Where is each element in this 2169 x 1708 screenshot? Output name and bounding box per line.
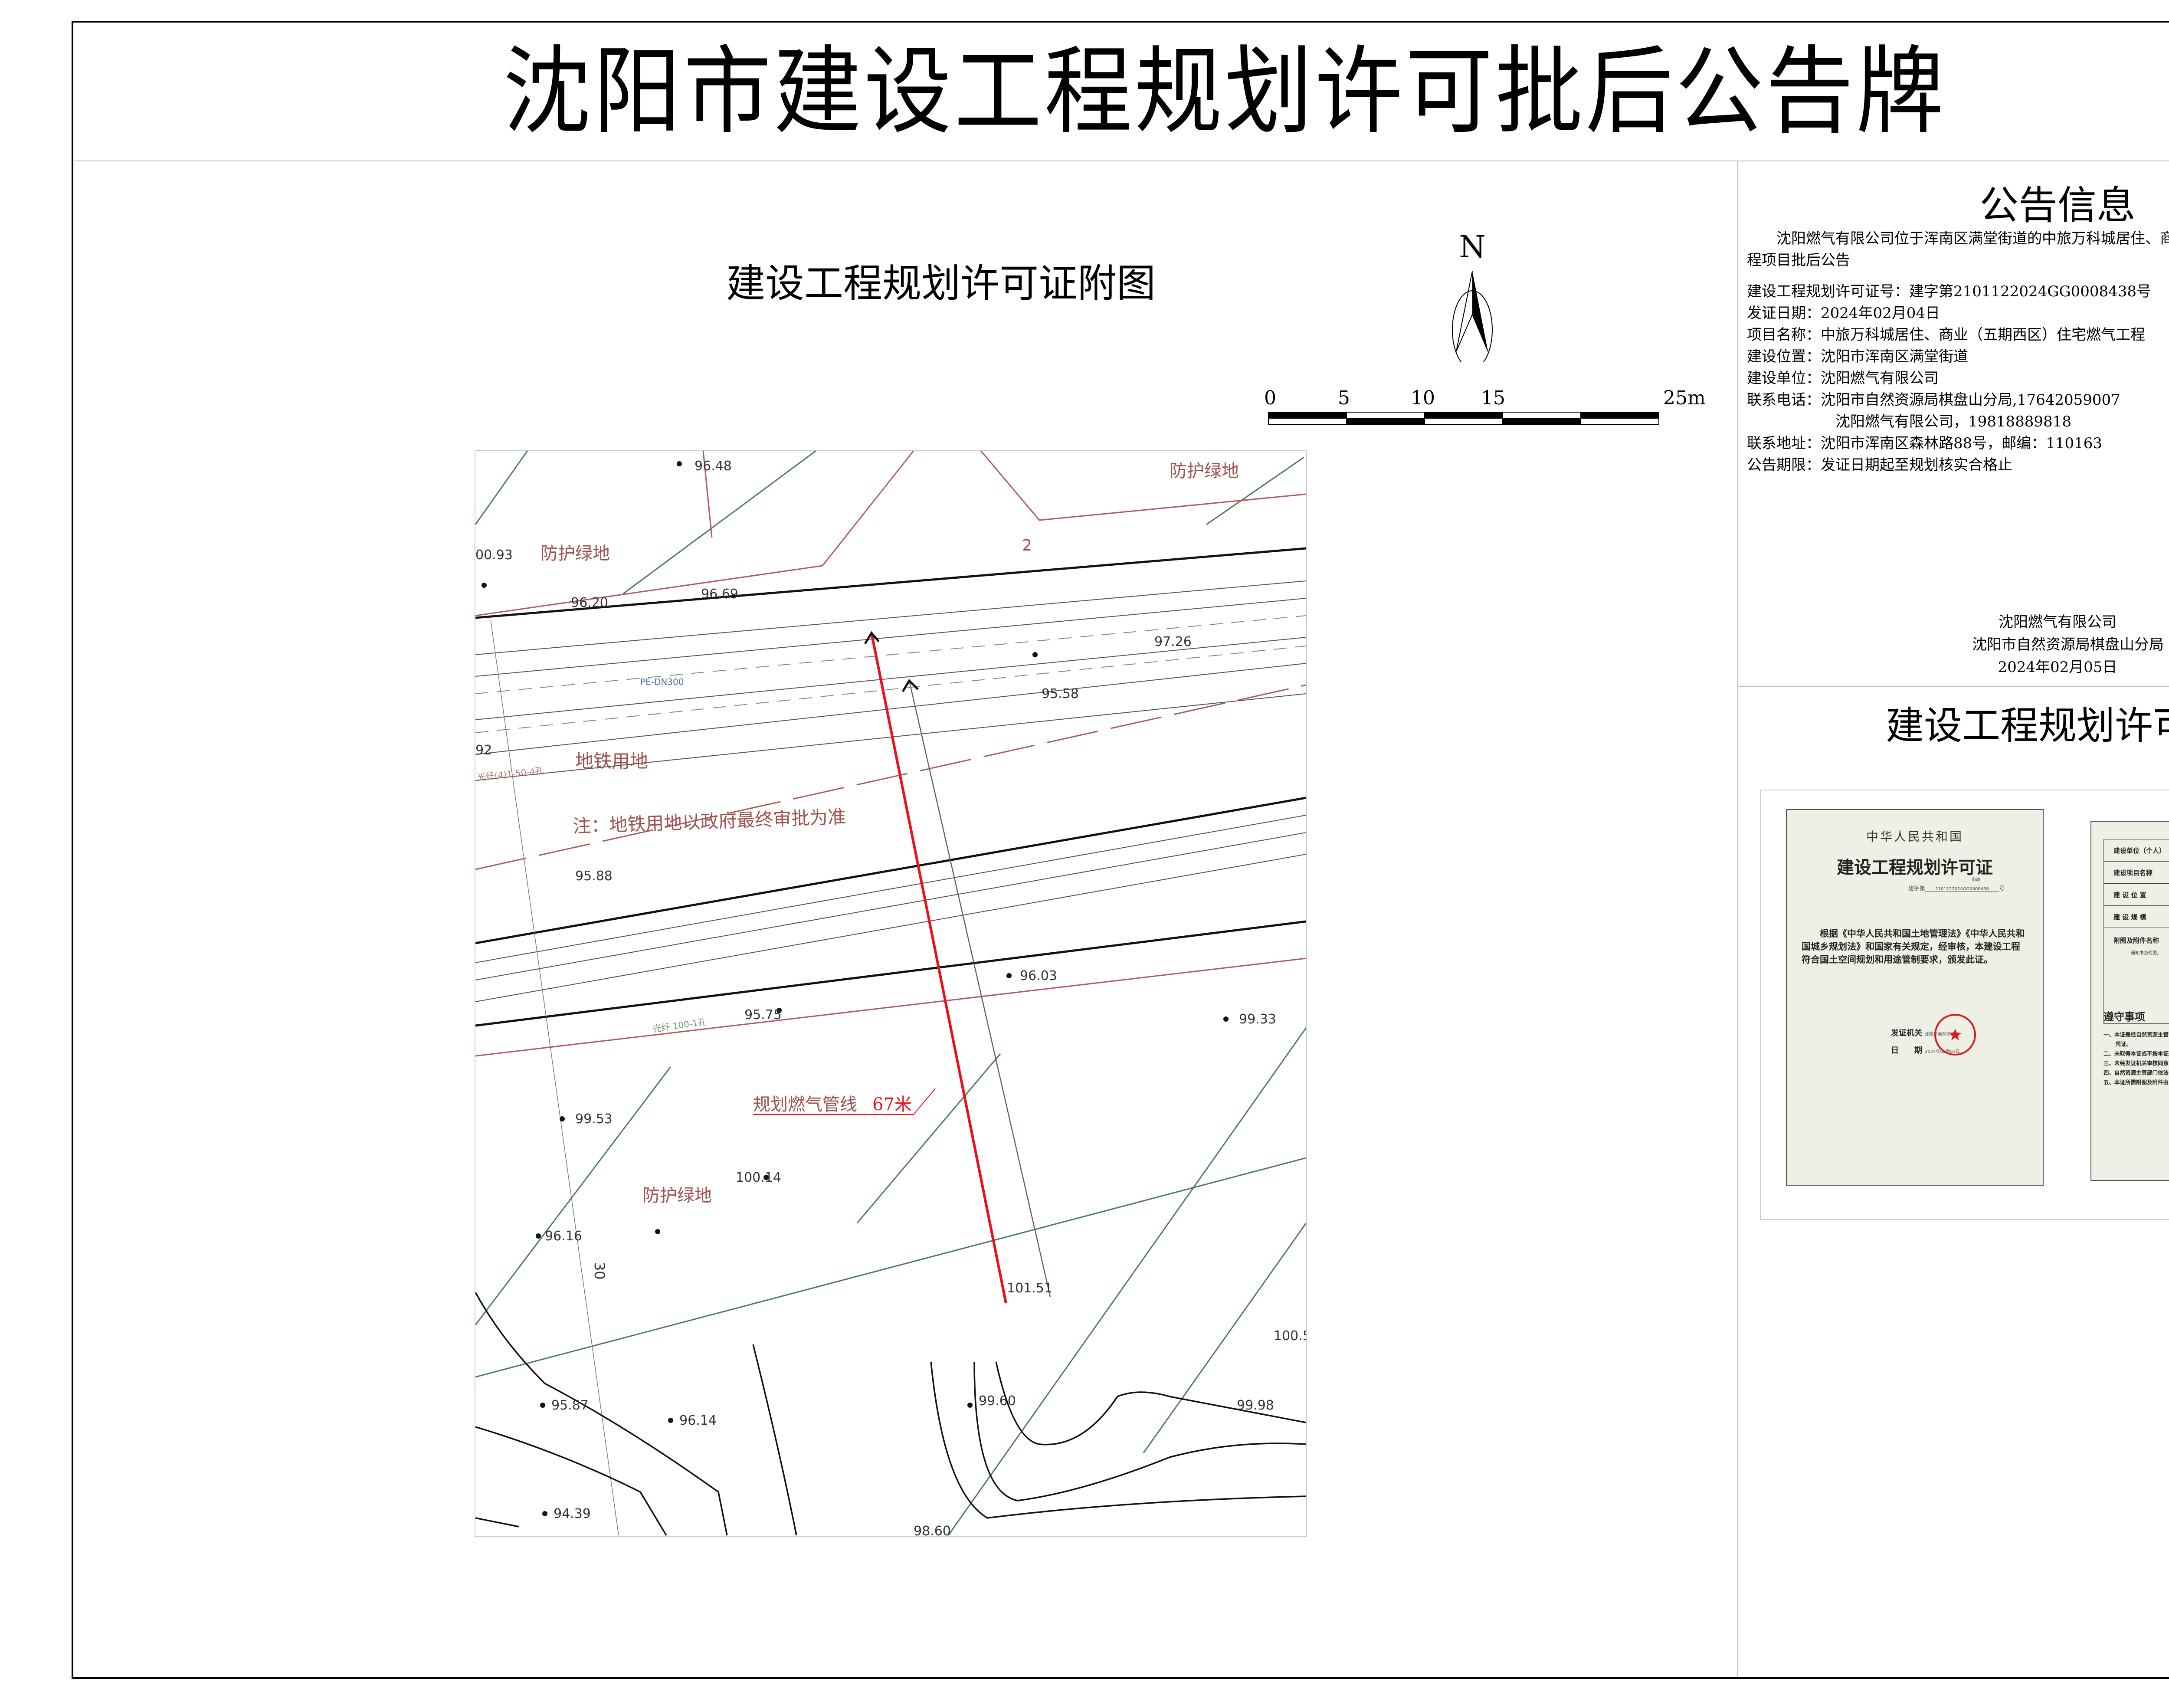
pipeline-length: 67米 (872, 1095, 912, 1115)
elevation-label: 99.60 (979, 1393, 1016, 1409)
field-permit-number: 建设工程规划许可证号：建字第2101122024GG0008438号 (1747, 283, 2152, 300)
elevation-label: 95.75 (744, 1007, 782, 1023)
signature-company: 沈阳燃气有限公司 (1999, 613, 2117, 631)
official-seal-icon: ★ (1934, 1014, 1976, 1056)
field-phone: 联系电话：沈阳市自然资源局棋盘山分局,17642059007 (1747, 391, 2120, 409)
attachment-section: 建设工程规划许可证附图 N 0 5 10 15 25m (73, 161, 1737, 1677)
permit-detail-page: NO. 建设单位（个人）沈阳燃气有限公司 建设项目名称中旅万科城居住、商业（五期… (2090, 821, 2169, 1181)
board-frame: 沈阳市建设工程规划许可批后公告牌 建设工程规划许可证附图 N 0 5 10 15… (72, 21, 2169, 1679)
elevation-label: 96.69 (701, 587, 738, 602)
rule-item: 四、自然资源主管部门依法有权查验本证，建设单位（个人）有责任提交查验。 (2103, 1069, 2169, 1076)
map-label-green-belt: 防护绿地 (1170, 461, 1239, 481)
road-marker: 2 (1022, 537, 1032, 554)
elevation-label: 100.56 (1274, 1328, 1306, 1344)
utility-tag: PE-DN300 (640, 677, 684, 687)
permit-detail-table: 建设单位（个人）沈阳燃气有限公司 建设项目名称中旅万科城居住、商业（五期西区）住… (2103, 839, 2169, 1024)
scale-tick: 15 (1481, 387, 1505, 409)
table-row: 建设项目名称中旅万科城居住、商业（五期西区）住宅燃气工程 (2104, 862, 2169, 884)
title-row: 沈阳市建设工程规划许可批后公告牌 (73, 23, 2169, 161)
elevation-label: 98.60 (914, 1524, 951, 1536)
site-plan-map: 96.48 00.93 96.20 96.69 95.58 97.26 92 9… (475, 450, 1307, 1537)
scale-tick: 5 (1338, 387, 1350, 409)
field-notice-period: 公告期限：发证日期起至规划核实合格止 (1747, 456, 2012, 474)
permit-number: 2101122024GG0008438 (1925, 887, 1999, 892)
elevation-label: 96.16 (545, 1229, 582, 1244)
elevation-label: 101.51 (1007, 1281, 1052, 1296)
page-title: 沈阳市建设工程规划许可批后公告牌 (503, 36, 1946, 147)
grid-label: 30 (591, 1262, 608, 1280)
permit-attachments: 附图及附件名称 通知书及附图。 (2113, 937, 2161, 956)
rule-item: 五、本证所需附图及附件由发证机关依法确定，与本证具有同等法律效力。 (2103, 1079, 2169, 1085)
scale-tick: 25m (1663, 387, 1706, 409)
elevation-label: 94.39 (554, 1506, 591, 1521)
elevation-label: 97.26 (1154, 634, 1192, 649)
rule-item: 二、未取得本证或不按本证规定进行建设的，均属违法行为。 (2103, 1050, 2169, 1057)
elevation-label: 96.48 (695, 459, 732, 474)
permit-title: 建设工程规划许可证 (1885, 703, 2169, 748)
notice-section: 公告信息 沈阳燃气有限公司位于浑南区满堂街道的中旅万科城居住、商业（五期西区）住… (1738, 161, 2169, 687)
field-issue-date: 发证日期：2024年02月04日 (1747, 305, 1940, 322)
attachment-title: 建设工程规划许可证附图 (726, 261, 1156, 306)
rules-title: 遵守事项 (2103, 1011, 2145, 1023)
elevation-label: 92 (475, 743, 492, 758)
map-label-subway-land: 地铁用地 (575, 751, 648, 772)
scale-tick: 10 (1411, 387, 1435, 409)
rule-item: 三、未经发证机关审核同意，本证的各项规定不得随意变更。 (2103, 1060, 2169, 1066)
permit-doc-title: 建设工程规划许可证 (1837, 858, 1993, 878)
signature-date: 2024年02月05日 (1998, 659, 2117, 676)
utility-tag: 光纤(4)1-50-4孔 (477, 765, 544, 783)
elevation-label: 95.58 (1042, 686, 1079, 702)
table-row: 建设单位（个人）沈阳燃气有限公司 (2104, 839, 2169, 862)
elevation-label: 99.33 (1239, 1012, 1276, 1027)
map-label-pipeline: 规划燃气管线 (753, 1095, 857, 1115)
permit-body: 根据《中华人民共和国土地管理法》《中华人民共和国城乡规划法》和国家有关规定，经审… (1802, 928, 2025, 965)
map-drawing: 96.48 00.93 96.20 96.69 95.58 97.26 92 9… (475, 451, 1306, 1536)
permit-country: 中华人民共和国 (1866, 829, 1963, 844)
map-note: 注：地铁用地以政府最终审批为准 (573, 806, 846, 837)
right-column: 公告信息 沈阳燃气有限公司位于浑南区满堂街道的中旅万科城居住、商业（五期西区）住… (1737, 161, 2169, 1677)
elevation-label: 96.14 (679, 1413, 717, 1428)
notice-signature: 沈阳燃气有限公司 沈阳市自然资源局棋盘山分局 监制 2024年02月05日 (1738, 611, 2169, 679)
rule-item: 一、本证是经自然资源主管部门依法审核，建设工程符合国土空间规划和用途管制要求的法… (2103, 1031, 2169, 1047)
field-phone-2: 沈阳燃气有限公司，19818889818 (1835, 413, 2071, 430)
north-arrow-icon: N (1452, 232, 1493, 362)
notice-intro: 沈阳燃气有限公司位于浑南区满堂街道的中旅万科城居住、商业（五期西区）住宅燃气工程… (1747, 230, 2169, 269)
elevation-label: 00.93 (475, 547, 513, 563)
notice-body: 沈阳燃气有限公司位于浑南区满堂街道的中旅万科城居住、商业（五期西区）住宅燃气工程… (1747, 228, 2169, 476)
field-location: 建设位置：沈阳市浑南区满堂街道 (1747, 348, 1968, 365)
permit-type: 市政 (1972, 878, 1980, 882)
elevation-label: 99.98 (1237, 1398, 1274, 1413)
field-address: 联系地址：沈阳市浑南区森林路88号，邮编：110163 (1747, 435, 2103, 452)
compass-label: N (1459, 232, 1485, 265)
rules-list: 一、本证是经自然资源主管部门依法审核，建设工程符合国土空间规划和用途管制要求的法… (2103, 1030, 2169, 1087)
permit-section: 建设工程规划许可证 中华人民共和国 建设工程规划许可证 市政 建字第210112… (1738, 686, 2169, 1677)
scale-tick: 0 (1264, 387, 1276, 409)
elevation-label: 99.53 (575, 1111, 613, 1127)
map-label-green-belt: 防护绿地 (642, 1186, 712, 1206)
elevation-label: 96.03 (1020, 968, 1057, 983)
table-row: 建 设 位 置沈阳市浑南区满堂街道 (2104, 884, 2169, 906)
scale-bar: 0 5 10 15 25m (1264, 387, 1706, 425)
elevation-label: 100.14 (736, 1170, 781, 1185)
field-project-name: 项目名称：中旅万科城居住、商业（五期西区）住宅燃气工程 (1747, 326, 2145, 344)
elevation-label: 95.88 (575, 869, 613, 884)
elevation-label: 95.87 (551, 1398, 589, 1413)
field-builder: 建设单位：沈阳燃气有限公司 (1747, 370, 1939, 387)
elevation-label: 96.20 (571, 595, 608, 610)
table-row: 建 设 规 模：长度=67米； (2104, 906, 2169, 928)
map-label-green-belt: 防护绿地 (541, 544, 610, 564)
signature-supervisor: 沈阳市自然资源局棋盘山分局 监制 (1972, 636, 2169, 653)
notice-title: 公告信息 (1979, 183, 2136, 228)
